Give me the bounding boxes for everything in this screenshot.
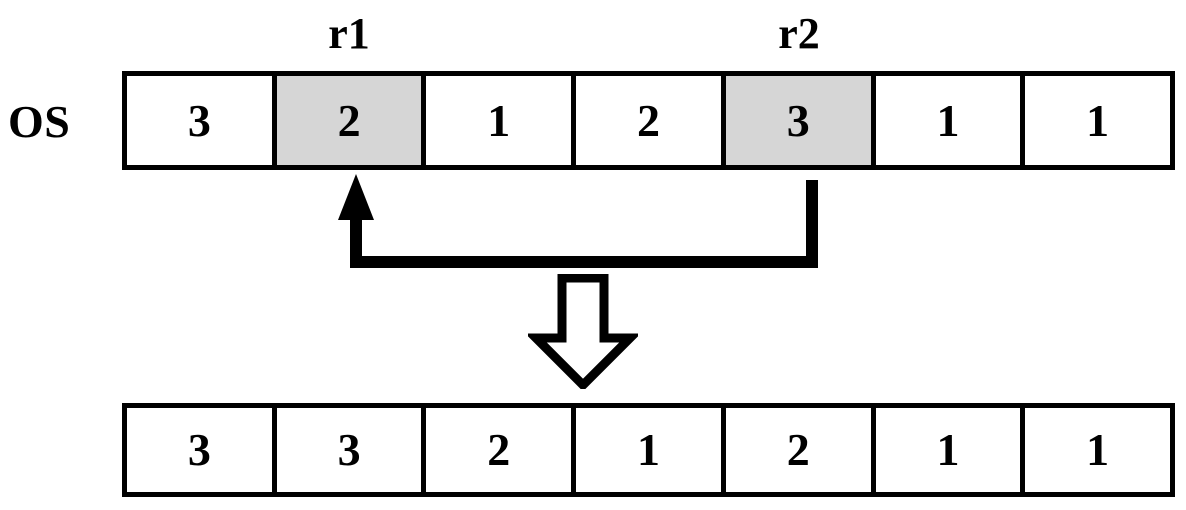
- top-array: 3 2 1 2 3 1 1: [122, 71, 1175, 170]
- bottom-array: 3 3 2 1 2 1 1: [122, 403, 1175, 497]
- top-array-cell-3: 2: [576, 76, 726, 165]
- transform-down-arrow-icon: [528, 274, 638, 389]
- pointer-label-r1: r1: [328, 9, 370, 58]
- bottom-array-cell-3: 1: [576, 408, 726, 492]
- bottom-array-cell-1: 3: [276, 408, 427, 492]
- bottom-array-cell-0: 3: [127, 408, 277, 492]
- bottom-array-cell-6: 1: [1025, 408, 1171, 492]
- top-array-cell-1: 2: [276, 76, 427, 165]
- bottom-array-cell-5: 1: [875, 408, 1026, 492]
- top-array-cell-6: 1: [1025, 76, 1171, 165]
- os-row-label: OS: [8, 96, 71, 147]
- top-array-cell-0: 3: [127, 76, 277, 165]
- top-array-cell-2: 1: [426, 76, 577, 165]
- bottom-array-cell-4: 2: [725, 408, 876, 492]
- top-array-cell-4: 3: [725, 76, 876, 165]
- top-array-cell-5: 1: [875, 76, 1026, 165]
- pointer-label-r2: r2: [778, 9, 820, 58]
- bottom-array-cell-2: 2: [426, 408, 577, 492]
- swap-arrow-icon: [338, 174, 818, 268]
